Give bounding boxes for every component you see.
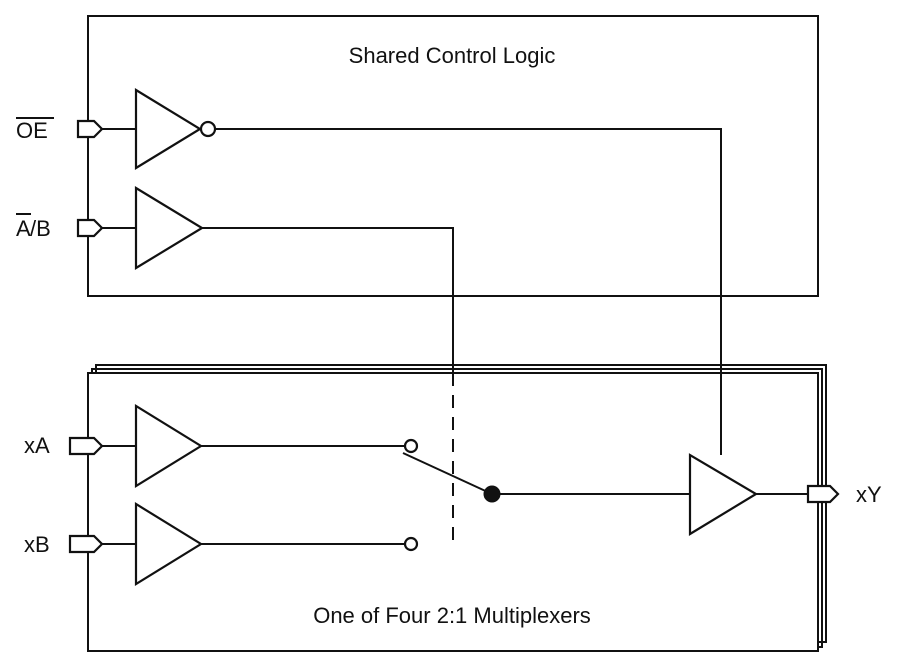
oe-inverting-buffer [134, 88, 203, 170]
shared-control-logic-title: Shared Control Logic [349, 43, 556, 68]
ab-input-pin [76, 218, 104, 238]
ab-pin-label-a: A [16, 216, 31, 241]
xy-pin-label: xY [856, 482, 882, 507]
ab-buffer [134, 186, 205, 270]
output-tristate-buffer [688, 453, 759, 536]
xa-buffer [134, 404, 204, 488]
oe-pin-label: OE [16, 118, 48, 143]
oe-enable-wire [215, 128, 722, 455]
xb-buffer [134, 502, 204, 586]
mux-stack-shadow-2 [95, 364, 827, 643]
xy-output-pin [806, 484, 840, 504]
xb-switch-contact [403, 536, 419, 552]
mux-stack-shadow-1 [91, 368, 823, 648]
multiplexer-title: One of Four 2:1 Multiplexers [313, 603, 591, 628]
switch-arm [402, 452, 493, 495]
xa-switch-contact [403, 438, 419, 454]
xa-pin-label: xA [24, 433, 50, 458]
ab-pin-label-b: /B [30, 216, 51, 241]
oe-input-pin [76, 119, 104, 139]
xa-input-pin [68, 436, 104, 456]
xb-input-pin [68, 534, 104, 554]
xb-pin-label: xB [24, 532, 50, 557]
ab-select-wire [202, 227, 454, 372]
oe-inversion-bubble [199, 120, 217, 138]
